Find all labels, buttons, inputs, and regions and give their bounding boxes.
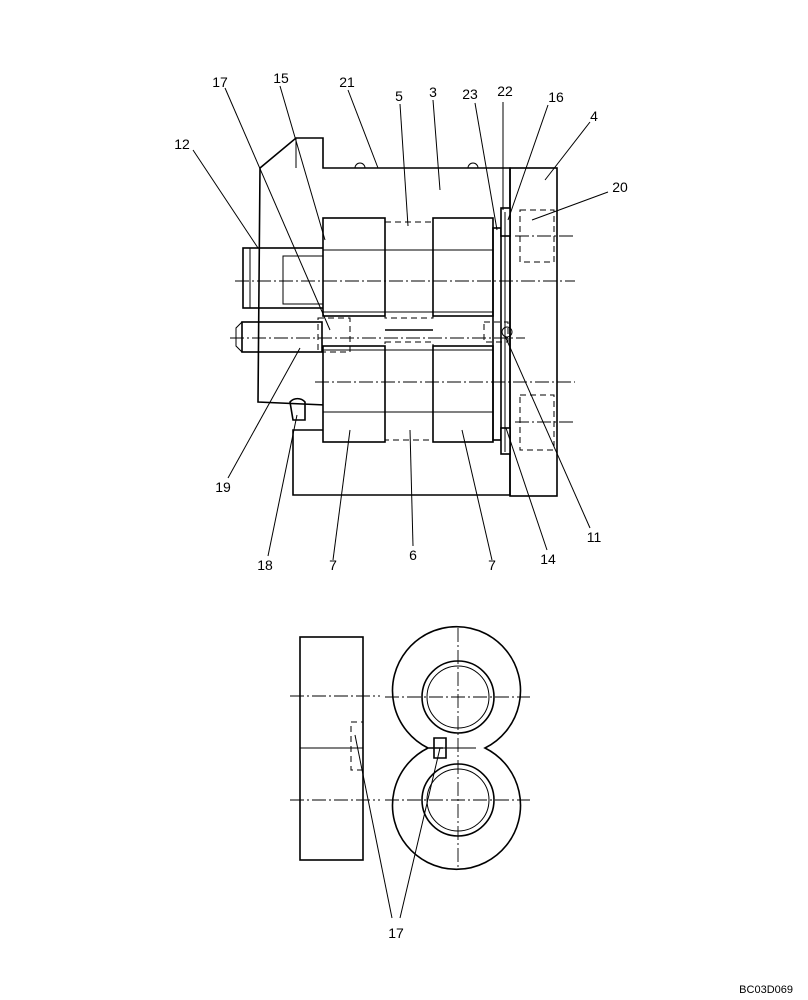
callout-labels: 17 15 21 5 3 23 22 16 4 12 20 19 11 6 14…: [174, 70, 628, 941]
cap-screw-lower: [519, 394, 555, 451]
callout-5: 5: [395, 88, 403, 104]
dowel-slot: [433, 737, 447, 759]
callout-17-top: 17: [212, 74, 228, 90]
bearing-block-rear-upper: [432, 217, 494, 317]
gear-drive: [384, 221, 434, 319]
callout-21: 21: [339, 74, 355, 90]
section-view: [230, 137, 575, 497]
callout-3: 3: [429, 84, 437, 100]
pin-11: [483, 321, 509, 343]
bearing-block-front-lower: [322, 345, 386, 443]
callout-6: 6: [409, 547, 417, 563]
lower-shaft: [241, 321, 323, 353]
side-plate: [492, 227, 502, 441]
bearing-block-rear-lower: [432, 345, 494, 443]
pin-hole-side: [350, 721, 364, 771]
bearing-end-view: [385, 625, 530, 871]
gear-driven: [384, 341, 434, 441]
callout-14: 14: [540, 551, 556, 567]
drawing-code: BC03D069: [739, 984, 793, 996]
callout-23: 23: [462, 86, 478, 102]
callout-4: 4: [590, 108, 598, 124]
bearing-side-view: [290, 636, 380, 861]
top-boss-left: [354, 162, 366, 169]
bearing-block-end: [391, 625, 522, 871]
top-boss-right: [467, 162, 479, 169]
callout-22: 22: [497, 83, 513, 99]
callout-7-left: 7: [329, 557, 337, 573]
leader-lines-top: [192, 85, 609, 561]
callout-19: 19: [215, 479, 231, 495]
dowel-pin: [317, 317, 351, 353]
snap-ring: [289, 397, 306, 421]
callout-16: 16: [548, 89, 564, 105]
callout-18: 18: [257, 557, 273, 573]
leader-lines-bottom: [354, 734, 441, 919]
callout-17-bottom: 17: [388, 925, 404, 941]
callout-7-right: 7: [488, 557, 496, 573]
callout-12: 12: [174, 136, 190, 152]
shaft-tip: [235, 321, 243, 353]
bearing-block-front-upper: [322, 217, 386, 317]
shaft-bore: [282, 255, 324, 305]
rear-cover: [509, 167, 558, 497]
pin-11-head: [501, 326, 513, 338]
housing-body: [257, 137, 511, 496]
callout-20: 20: [612, 179, 628, 195]
callout-15: 15: [273, 70, 289, 86]
callout-11: 11: [587, 529, 602, 545]
front-flange: [242, 247, 326, 309]
